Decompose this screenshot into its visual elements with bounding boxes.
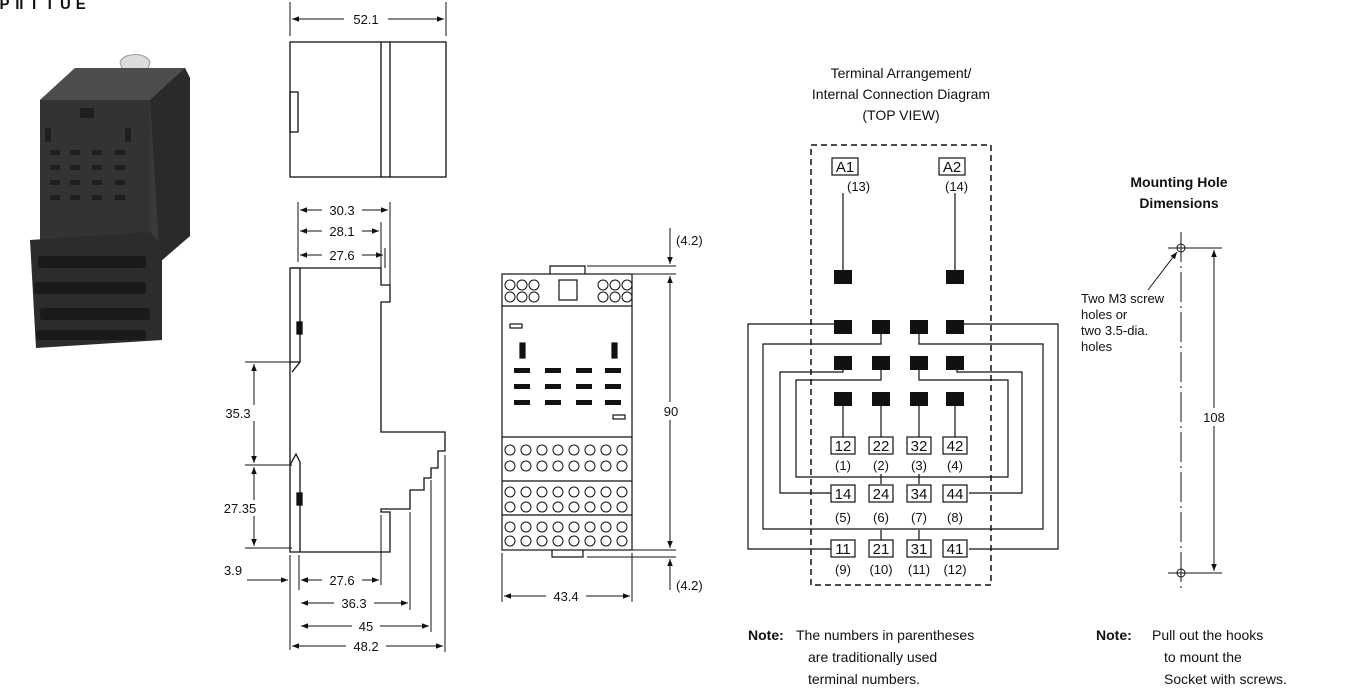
- profile-view: [289, 267, 446, 553]
- callout-line-4: holes: [1081, 339, 1113, 354]
- svg-text:11: 11: [835, 541, 851, 558]
- svg-text:A1: A1: [836, 159, 854, 176]
- svg-text:(1): (1): [835, 458, 851, 473]
- svg-text:44: 44: [947, 486, 964, 503]
- dim-90: 90: [664, 404, 678, 419]
- dim-108: 108: [1203, 410, 1225, 425]
- dim-27-6-bottom: 27.6: [329, 573, 354, 588]
- terminal-contacts: [834, 270, 964, 406]
- dim-35-3: 35.3: [225, 406, 250, 421]
- mounting-title-line-1: Mounting Hole: [1130, 174, 1227, 190]
- callout-line-3: two 3.5-dia.: [1081, 323, 1148, 338]
- dashed-outline: [810, 144, 992, 586]
- svg-text:42: 42: [947, 438, 964, 455]
- dim-48-2: 48.2: [353, 639, 378, 654]
- front-dim-labels: (4.2) 90 (4.2) 43.4: [546, 233, 703, 604]
- terminal-note: Note: The numbers in parentheses are tra…: [748, 627, 974, 687]
- dim-4-2-bottom: (4.2): [676, 578, 703, 593]
- svg-text:(11): (11): [908, 562, 930, 577]
- svg-text:32: 32: [911, 438, 928, 455]
- mounting-note: Note: Pull out the hooks to mount the So…: [1096, 627, 1287, 687]
- header-fragment: ᴾ ᴵᴵ ᵀ ᵀ ᵁ ᴱ: [0, 0, 86, 19]
- mounting-title-line-2: Dimensions: [1139, 195, 1219, 211]
- svg-text:(6): (6): [873, 510, 889, 525]
- dim-36-3: 36.3: [341, 596, 366, 611]
- svg-text:(3): (3): [911, 458, 927, 473]
- svg-text:(9): (9): [835, 562, 851, 577]
- product-photo: [30, 54, 190, 348]
- svg-text:(12): (12): [943, 562, 966, 577]
- svg-text:(2): (2): [873, 458, 889, 473]
- dim-28-1: 28.1: [329, 224, 354, 239]
- svg-text:21: 21: [873, 541, 890, 558]
- svg-text:(10): (10): [869, 562, 892, 577]
- terminal-row-3: 11 (9) 21 (10) 31 (11) 41 (12): [830, 539, 968, 577]
- mounting-note-line-2: to mount the: [1164, 649, 1242, 665]
- side-view-width: 52.1: [353, 12, 378, 27]
- dim-3-9: 3.9: [224, 563, 242, 578]
- svg-text:(13): (13): [847, 179, 870, 194]
- terminal-diagram: [747, 144, 1059, 586]
- svg-text:A2: A2: [943, 159, 961, 176]
- terminal-title-line-1: Terminal Arrangement/: [831, 65, 972, 81]
- coil-terminal-a2: A2 (14): [938, 157, 968, 194]
- dim-27-6-top: 27.6: [329, 248, 354, 263]
- front-view: [501, 265, 633, 558]
- terminal-note-line-2: are traditionally used: [808, 649, 937, 665]
- svg-text:12: 12: [835, 438, 852, 455]
- svg-text:24: 24: [873, 486, 890, 503]
- svg-text:(7): (7): [911, 510, 927, 525]
- mounting-note-line-1: Pull out the hooks: [1152, 627, 1263, 643]
- terminal-note-label: Note:: [748, 627, 784, 643]
- coil-terminal-a1: A1 (13): [831, 157, 870, 194]
- svg-text:31: 31: [911, 541, 928, 558]
- dim-45: 45: [359, 619, 373, 634]
- side-view: [289, 2, 447, 178]
- terminal-row-1: 12 (1) 22 (2) 32 (3) 42 (4): [830, 436, 968, 473]
- mounting-title: Mounting Hole Dimensions: [1130, 174, 1227, 211]
- callout-leader: [1147, 251, 1178, 291]
- callout-line-2: holes or: [1081, 307, 1128, 322]
- terminal-note-line-3: terminal numbers.: [808, 671, 920, 687]
- terminal-title-line-2: Internal Connection Diagram: [812, 86, 990, 102]
- mounting-note-line-3: Socket with screws.: [1164, 671, 1287, 687]
- dim-43-4: 43.4: [553, 589, 578, 604]
- terminal-diagram-title: Terminal Arrangement/ Internal Connectio…: [812, 65, 990, 123]
- mounting-note-label: Note:: [1096, 627, 1132, 643]
- terminal-row-2: 14 (5) 24 (6) 34 (7) 44 (8): [830, 484, 968, 525]
- dim-30-3: 30.3: [329, 203, 354, 218]
- mounting-labels: 108 Two M3 screw holes or two 3.5-dia. h…: [1081, 291, 1228, 426]
- svg-text:(5): (5): [835, 510, 851, 525]
- callout-line-1: Two M3 screw: [1081, 291, 1165, 306]
- svg-text:41: 41: [947, 541, 964, 558]
- dim-27-35: 27.35: [224, 501, 257, 516]
- svg-text:(4): (4): [947, 458, 963, 473]
- svg-text:14: 14: [835, 486, 852, 503]
- terminal-title-line-3: (TOP VIEW): [862, 107, 939, 123]
- svg-text:(14): (14): [945, 179, 968, 194]
- svg-text:(8): (8): [947, 510, 963, 525]
- profile-dim-labels: 30.3 28.1 27.6 35.3 27.35 3.9 27.6 36.3 …: [218, 202, 386, 654]
- dim-4-2-top: (4.2): [676, 233, 703, 248]
- terminal-note-line-1: The numbers in parentheses: [796, 627, 974, 643]
- side-view-width-bg: [344, 10, 388, 28]
- svg-text:22: 22: [873, 438, 890, 455]
- svg-text:34: 34: [911, 486, 928, 503]
